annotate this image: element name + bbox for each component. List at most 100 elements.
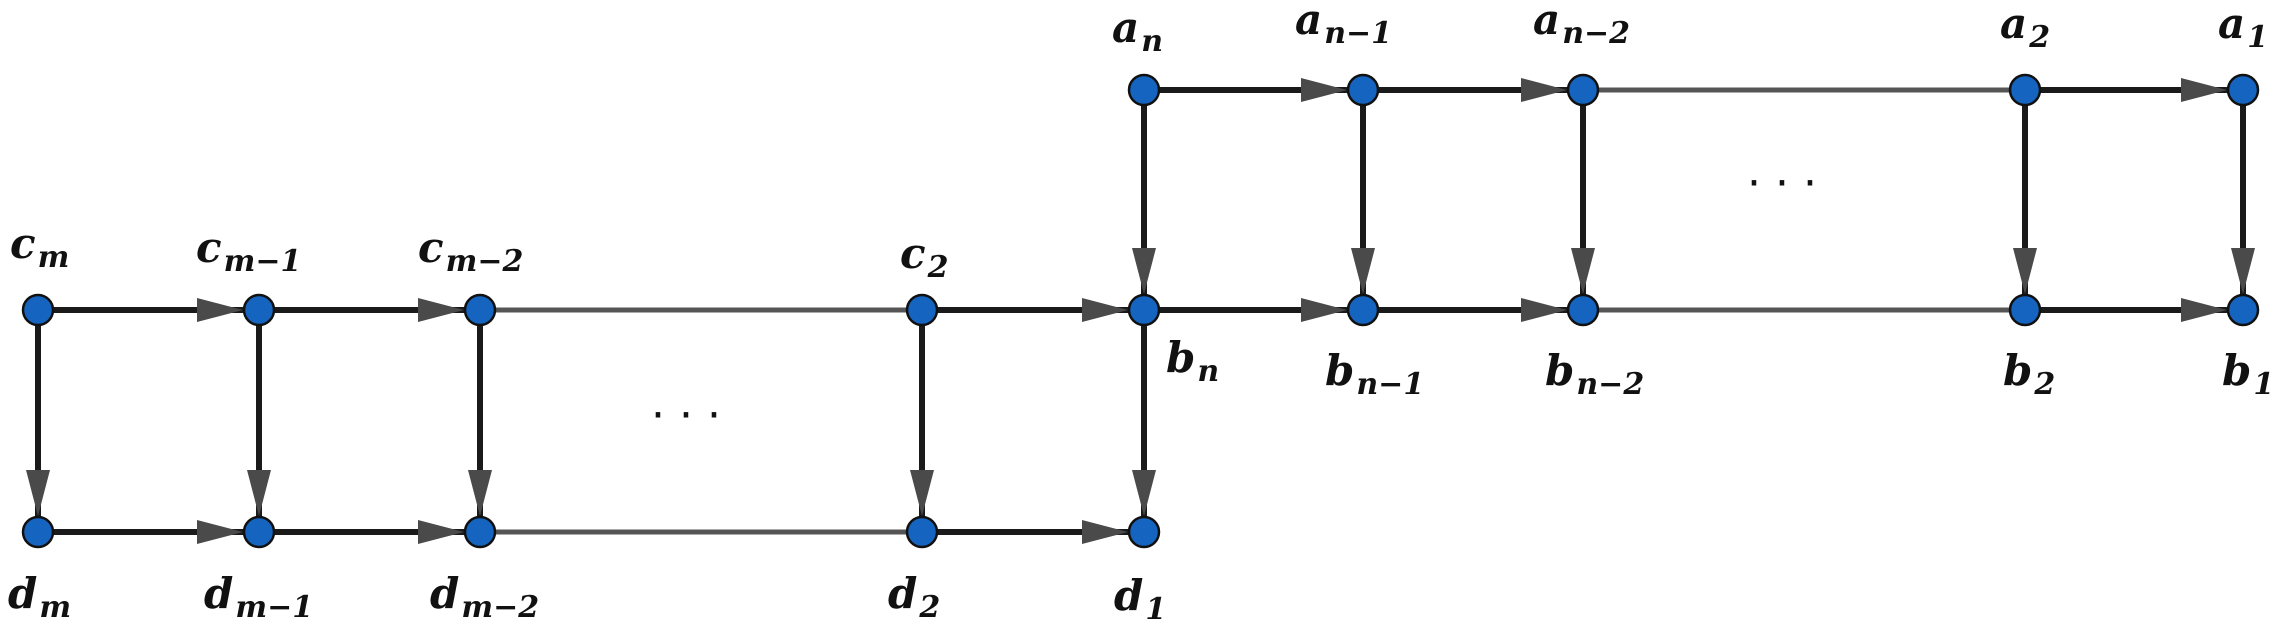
label-base-c_m-2: c [418, 223, 444, 272]
label-base-c_m: c [10, 219, 36, 268]
node-d_2 [905, 515, 939, 549]
ellipsis-bottom: · · · [651, 390, 721, 441]
arrowhead-c_m-1-to-c_m-2 [418, 298, 464, 322]
label-sub-b_n-1: n−1 [1356, 367, 1424, 402]
arrowhead-a_2-to-a_1 [2181, 78, 2227, 102]
label-base-b_n-1: b [1325, 346, 1354, 395]
arrowhead-b_2-to-b_1 [2181, 298, 2227, 322]
label-a_n-1: an−1 [1295, 0, 1392, 51]
node-a_n-2 [1566, 73, 1600, 107]
arrowhead-a_1-to-b_1 [2231, 248, 2255, 294]
label-b_n: bn [1166, 333, 1219, 389]
label-base-d_m-2: d [430, 569, 459, 618]
label-a_n-2: an−2 [1533, 0, 1630, 51]
node-b_1 [2226, 293, 2260, 327]
label-sub-b_n-2: n−2 [1576, 367, 1644, 402]
arrowhead-d_m-to-d_m-1 [197, 520, 243, 544]
label-sub-a_n-1: n−1 [1324, 16, 1392, 51]
node-c_2 [905, 293, 939, 327]
node-a_1 [2226, 73, 2260, 107]
ellipsis-top: · · · [1747, 158, 1817, 209]
label-a_1: a1 [2218, 0, 2268, 55]
label-sub-c_m: m [38, 240, 70, 275]
node-d_m [21, 515, 55, 549]
label-base-b_2: b [2003, 346, 2032, 395]
label-b_2: b2 [2003, 346, 2055, 402]
arrowhead-a_n-1-to-a_n-2 [1521, 78, 1567, 102]
label-c_m-1: cm−1 [196, 223, 301, 279]
label-sub-c_m-2: m−2 [446, 244, 524, 279]
label-sub-d_m: m [39, 590, 71, 625]
node-b_2 [2008, 293, 2042, 327]
label-base-a_n-2: a [1533, 0, 1560, 44]
label-sub-b_1: 1 [2253, 367, 2274, 402]
label-a_n: an [1112, 3, 1163, 59]
label-c_2: c2 [900, 229, 948, 285]
arrowhead-a_2-to-b_2 [2013, 248, 2037, 294]
node-a_n [1127, 73, 1161, 107]
label-d_1: d1 [1114, 571, 1166, 627]
arrowhead-a_n-to-b_n [1132, 248, 1156, 294]
ellipsis-layer: · · · · · · [651, 158, 1817, 441]
label-base-b_n-2: b [1545, 346, 1574, 395]
label-base-b_1: b [2222, 346, 2251, 395]
label-b_n-2: bn−2 [1545, 346, 1644, 402]
label-sub-a_n-2: n−2 [1562, 16, 1630, 51]
label-base-d_m-1: d [204, 569, 233, 618]
label-sub-d_2: 2 [918, 590, 940, 625]
label-sub-c_m-1: m−1 [224, 244, 302, 279]
node-a_2 [2008, 73, 2042, 107]
nodes-layer [21, 73, 2260, 549]
label-sub-b_n: n [1197, 354, 1219, 389]
arrowhead-d_2-to-d_1 [1082, 520, 1128, 544]
label-base-d_2: d [888, 569, 917, 618]
label-base-a_n-1: a [1295, 0, 1322, 44]
arrowhead-b_n-1-to-b_n-2 [1521, 298, 1567, 322]
label-sub-a_n: n [1141, 24, 1163, 59]
node-b_n-1 [1346, 293, 1380, 327]
arrowhead-c_m-to-c_m-1 [197, 298, 243, 322]
label-base-a_1: a [2218, 0, 2245, 48]
arrowhead-b_n-to-d_1 [1132, 470, 1156, 516]
label-sub-d_m-1: m−1 [235, 590, 313, 625]
node-c_m [21, 293, 55, 327]
label-d_m-1: dm−1 [204, 569, 313, 625]
label-sub-d_m-2: m−2 [461, 590, 539, 625]
arrowhead-c_2-to-d_2 [910, 470, 934, 516]
label-c_m: cm [10, 219, 69, 275]
node-b_n-2 [1566, 293, 1600, 327]
node-d_m-1 [242, 515, 276, 549]
arrowhead-c_m-to-d_m [26, 470, 50, 516]
label-base-c_2: c [900, 229, 926, 278]
label-base-d_m: d [8, 569, 37, 618]
label-c_m-2: cm−2 [418, 223, 523, 279]
label-d_m: dm [8, 569, 71, 625]
label-base-a_n: a [1112, 3, 1139, 52]
arrowhead-a_n-1-to-b_n-1 [1351, 248, 1375, 294]
label-sub-a_2: 2 [2028, 20, 2050, 55]
label-base-a_2: a [2000, 0, 2027, 48]
label-sub-b_2: 2 [2033, 367, 2055, 402]
label-sub-c_2: 2 [927, 250, 949, 285]
arrowhead-a_n-2-to-b_n-2 [1571, 248, 1595, 294]
label-base-b_n: b [1166, 333, 1195, 382]
label-base-d_1: d [1114, 571, 1143, 620]
arrows-layer [26, 78, 2255, 544]
node-d_1 [1127, 515, 1161, 549]
arrowhead-d_m-1-to-d_m-2 [418, 520, 464, 544]
label-base-c_m-1: c [196, 223, 222, 272]
node-b_n [1127, 293, 1161, 327]
arrowhead-b_n-to-b_n-1 [1301, 298, 1347, 322]
node-d_m-2 [463, 515, 497, 549]
label-b_n-1: bn−1 [1325, 346, 1424, 402]
label-b_1: b1 [2222, 346, 2274, 402]
node-c_m-2 [463, 293, 497, 327]
label-sub-a_1: 1 [2247, 20, 2268, 55]
node-c_m-1 [242, 293, 276, 327]
label-sub-d_1: 1 [1145, 592, 1166, 627]
arrowhead-a_n-to-a_n-1 [1301, 78, 1347, 102]
node-a_n-1 [1346, 73, 1380, 107]
arrowhead-c_m-2-to-d_m-2 [468, 470, 492, 516]
